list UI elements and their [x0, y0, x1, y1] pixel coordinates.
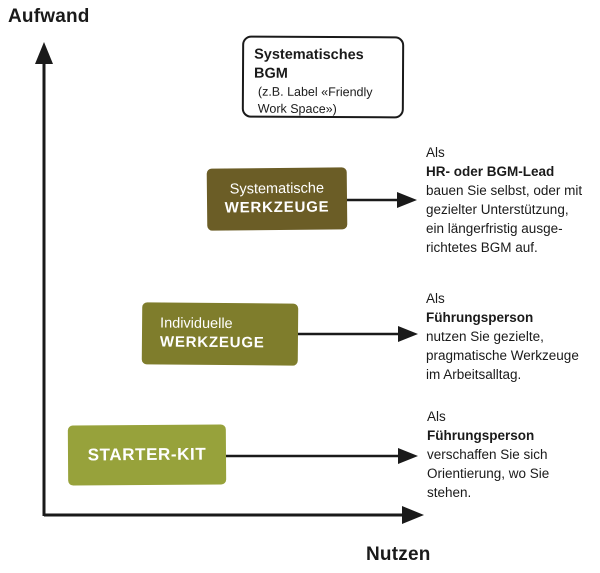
- systematic-description: Als HR- oder BGM-Lead bauen Sie selbst, …: [426, 143, 600, 257]
- description-line: bauen Sie selbst, oder mit: [426, 183, 583, 198]
- individual-tools-line2: WERKZEUGE: [159, 333, 265, 352]
- description-line: stehen.: [427, 485, 472, 500]
- description-line: gezielter Unterstützung,: [426, 202, 569, 217]
- description-line: im Arbeitsalltag.: [426, 367, 522, 382]
- systematic-bgm-title: Systematisches BGM: [253, 46, 364, 82]
- description-line: pragmatische Werkzeuge: [426, 348, 579, 363]
- arrow-systematic-head: [397, 192, 417, 208]
- systematic-bgm-subtitle: (z.B. Label «Friendly Work Space»): [257, 84, 373, 117]
- starter-kit-label: STARTER-KIT: [87, 444, 207, 465]
- x-axis-label: Nutzen: [366, 544, 431, 565]
- individual-description: Als Führungsperson nutzen Sie gezielte, …: [426, 289, 600, 384]
- description-prefix: Als: [426, 291, 445, 306]
- systematic-tools-line1: Systematische: [229, 180, 325, 198]
- x-axis-arrowhead: [402, 506, 424, 524]
- description-line: Orientierung, wo Sie: [427, 466, 550, 481]
- arrow-individual-head: [398, 326, 418, 342]
- description-role: Führungsperson: [427, 428, 535, 443]
- starter-kit-card: STARTER-KIT: [67, 424, 227, 486]
- systematic-bgm-box: Systematisches BGM (z.B. Label «Friendly…: [241, 35, 405, 119]
- arrow-starter-head: [398, 448, 418, 464]
- y-axis-arrowhead: [35, 42, 53, 64]
- description-line: ein längerfristig ausge-: [426, 221, 563, 236]
- systematic-tools-line2: WERKZEUGE: [224, 198, 330, 217]
- description-line: richtetes BGM auf.: [426, 240, 538, 255]
- y-axis-label: Aufwand: [8, 6, 90, 27]
- description-role: HR- oder BGM-Lead: [426, 164, 555, 179]
- systematic-tools-card: Systematische WERKZEUGE: [206, 167, 348, 231]
- description-prefix: Als: [427, 409, 446, 424]
- individual-tools-line1: Individuelle: [160, 315, 233, 333]
- description-role: Führungsperson: [426, 310, 534, 325]
- description-line: verschaffen Sie sich: [427, 447, 548, 462]
- individual-tools-card: Individuelle WERKZEUGE: [141, 302, 299, 366]
- description-prefix: Als: [426, 145, 445, 160]
- starter-description: Als Führungsperson verschaffen Sie sich …: [427, 407, 600, 502]
- description-line: nutzen Sie gezielte,: [426, 329, 544, 344]
